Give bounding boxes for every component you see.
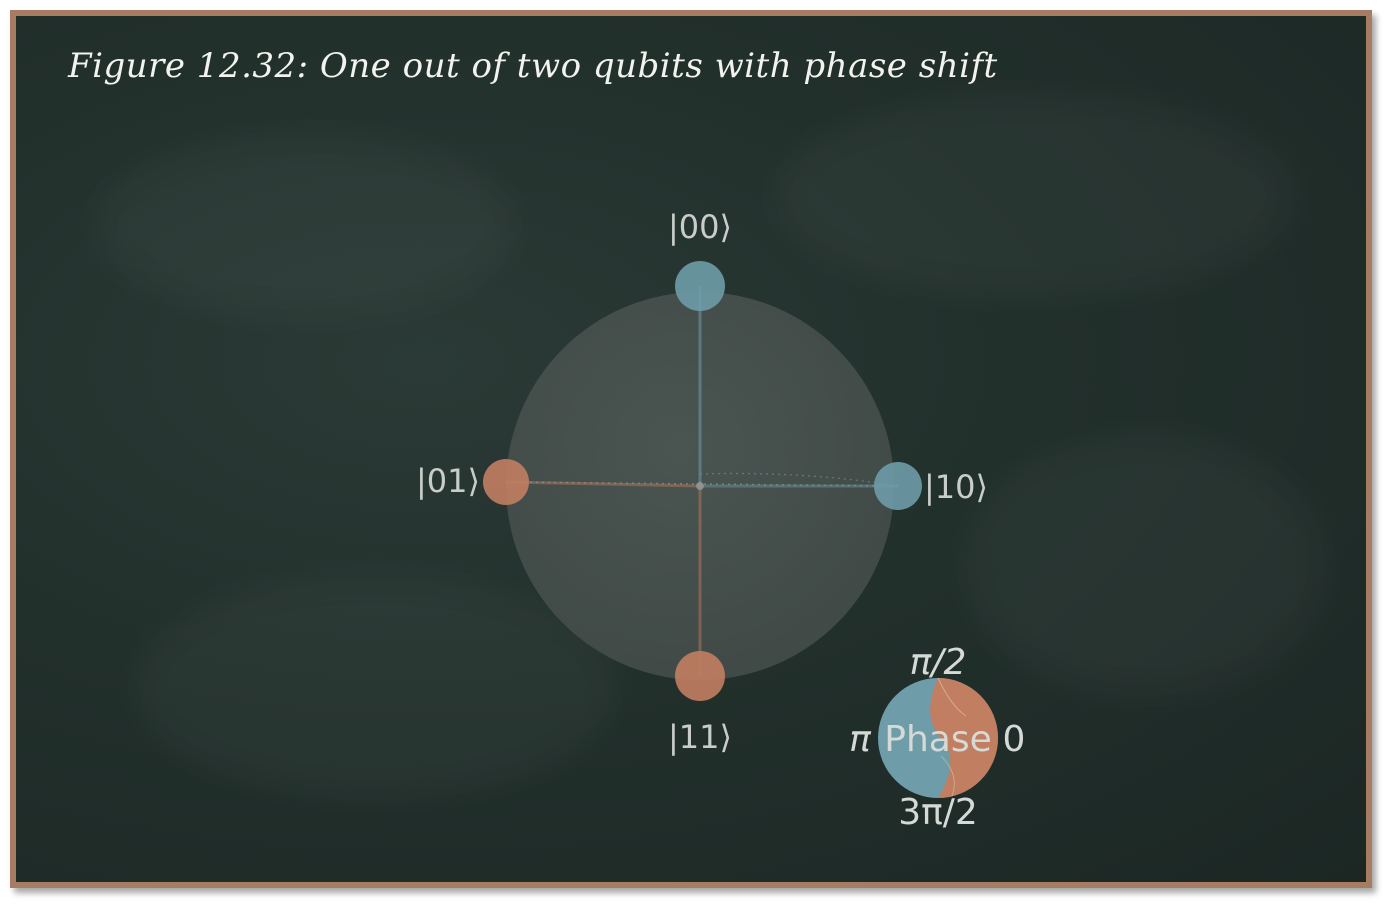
- phase-label-right: 0: [1003, 719, 1026, 760]
- state-marker-10: [874, 462, 922, 510]
- phase-label-left: π: [849, 719, 872, 760]
- chalkboard: Figure 12.32: One out of two qubits with…: [10, 10, 1372, 888]
- qubit-state-diagram: |00⟩ |01⟩ |10⟩ |11⟩ π/2 π Phase 0 3π/2: [416, 208, 1025, 833]
- state-marker-11: [675, 651, 725, 701]
- phase-label-top: π/2: [910, 642, 967, 683]
- state-label-00: |00⟩: [668, 208, 732, 246]
- state-label-10: |10⟩: [924, 468, 988, 506]
- figure-title: Figure 12.32: One out of two qubits with…: [68, 46, 998, 86]
- state-label-11: |11⟩: [668, 718, 732, 756]
- phase-label-bottom: 3π/2: [898, 792, 978, 833]
- sphere-center: [696, 482, 704, 490]
- state-marker-00: [675, 261, 725, 311]
- state-marker-01: [483, 459, 529, 505]
- phase-legend: π/2 π Phase 0 3π/2: [849, 642, 1025, 833]
- phase-label-center: Phase: [884, 719, 992, 760]
- state-label-01: |01⟩: [416, 462, 480, 500]
- line-01: [505, 480, 701, 488]
